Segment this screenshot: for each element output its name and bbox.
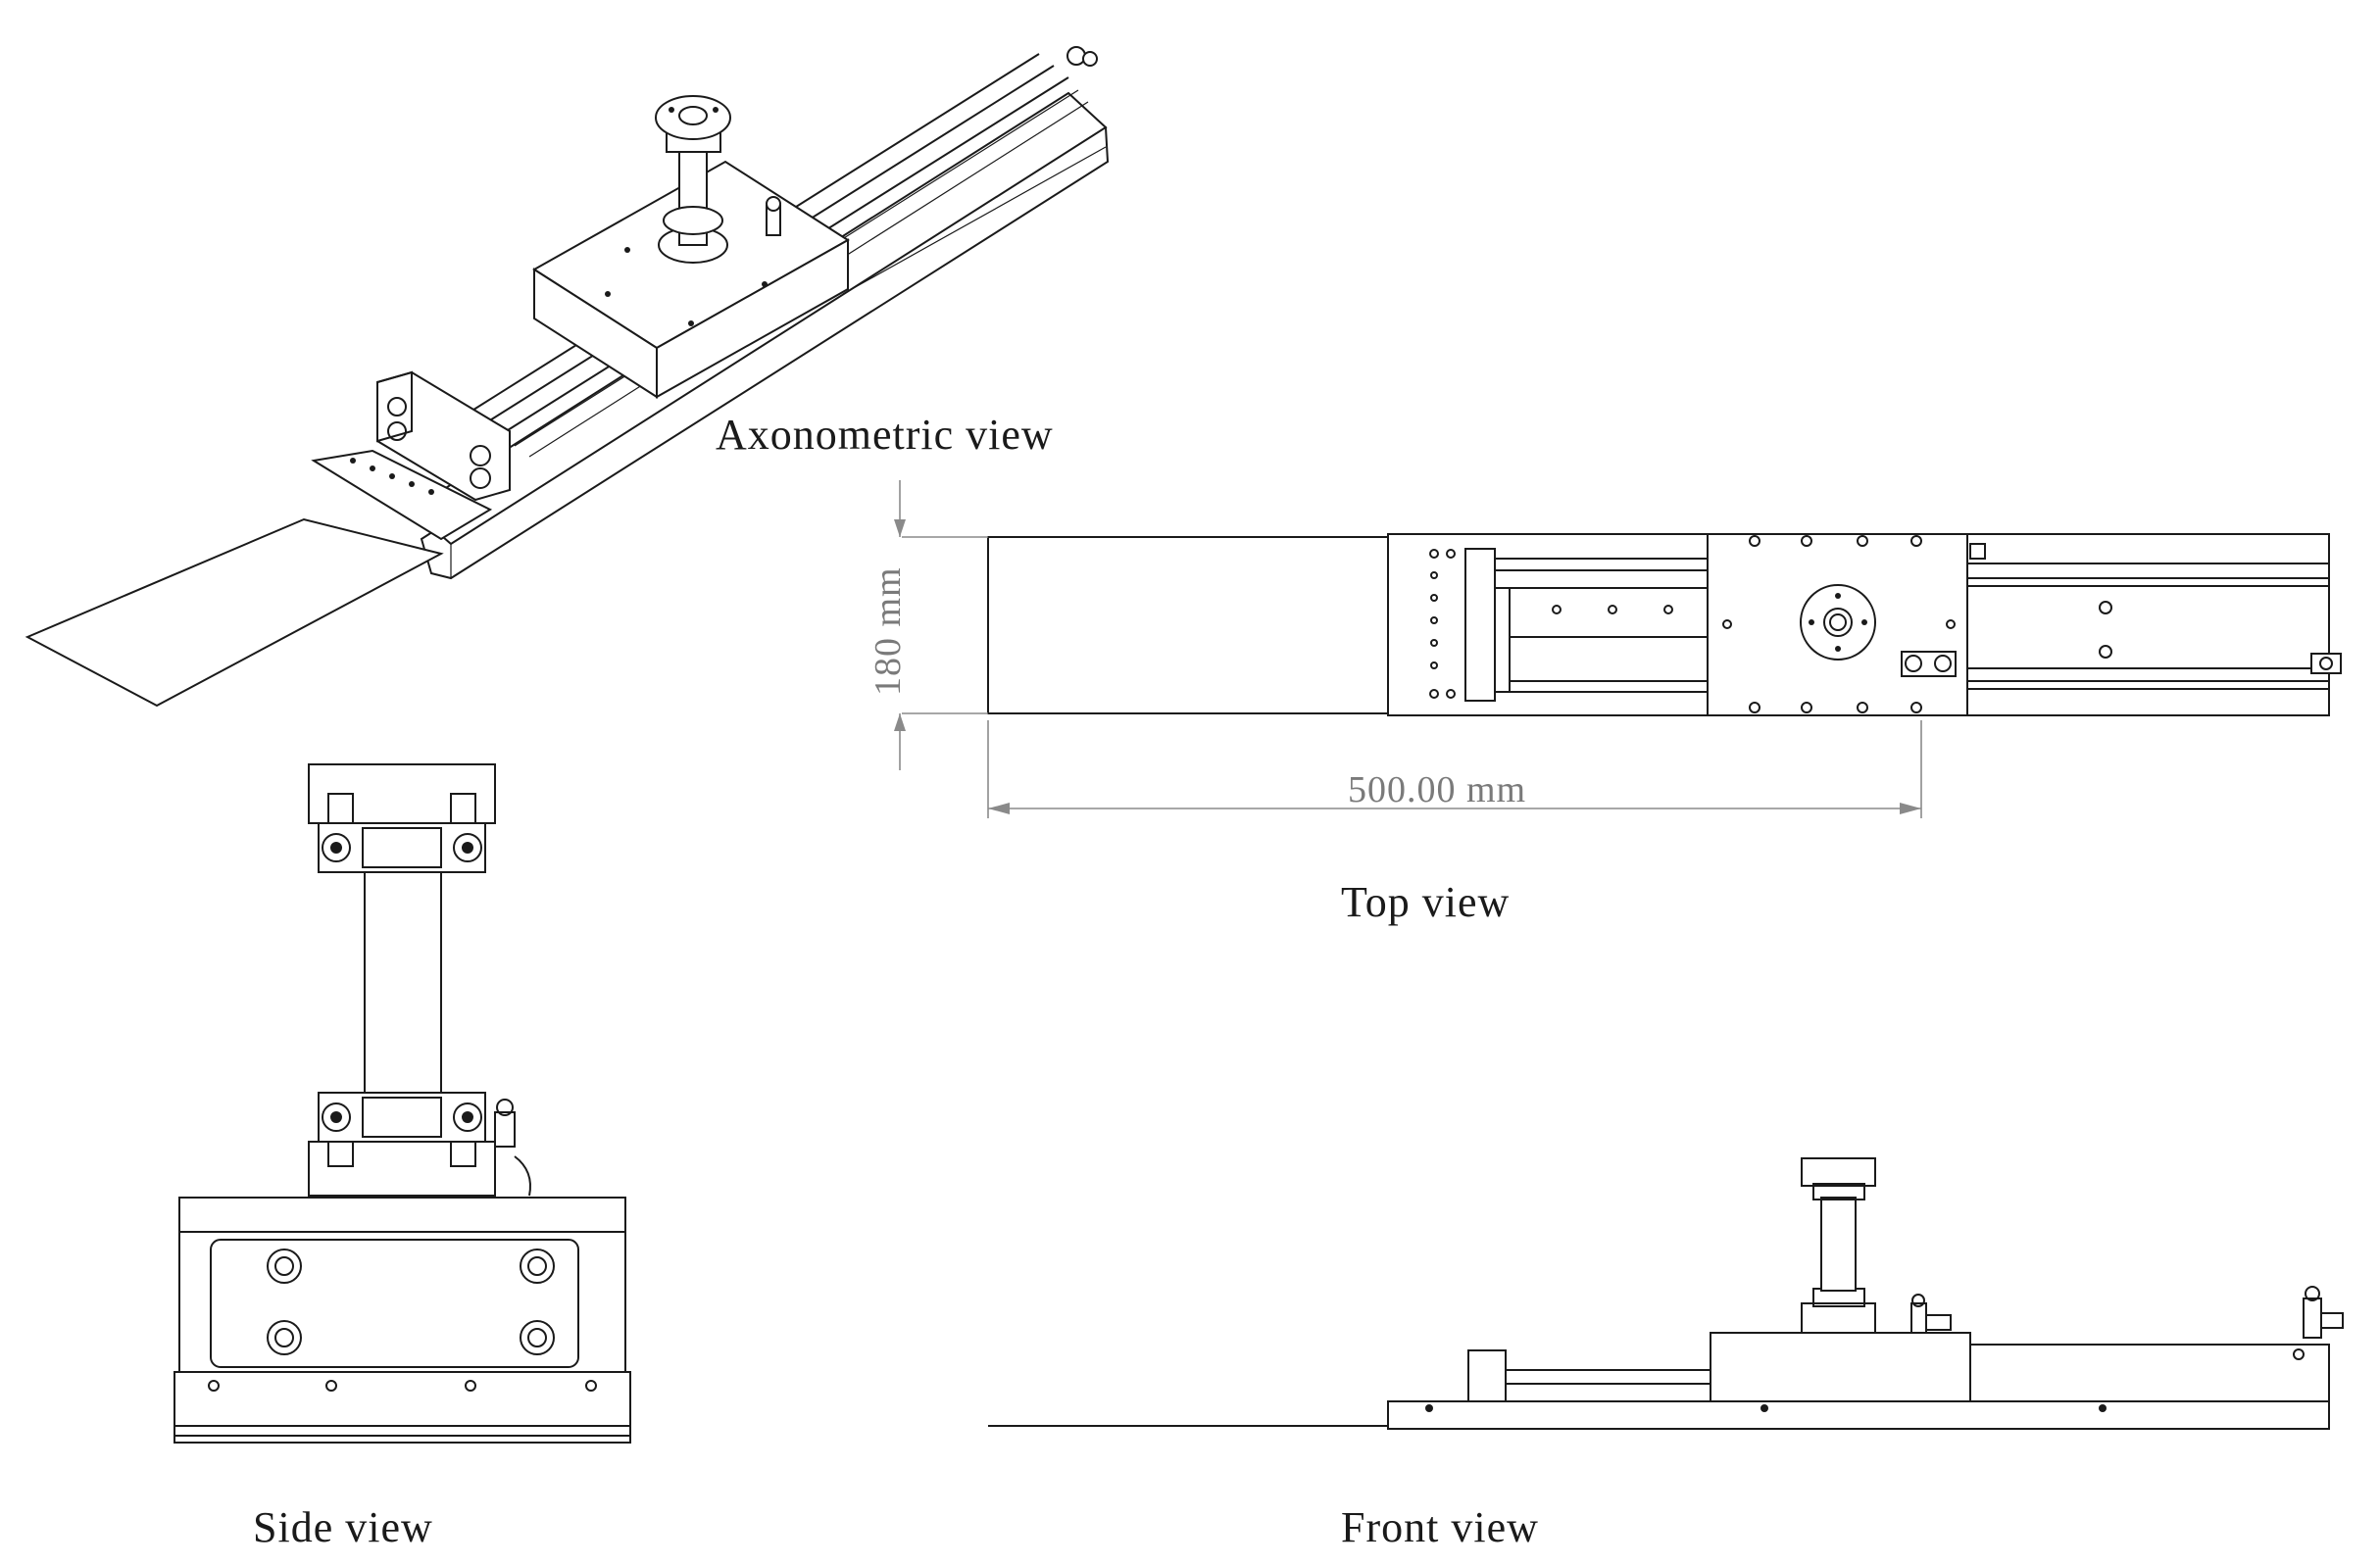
side-base-plate (174, 1371, 631, 1444)
dimension-width-text: 180 mm (868, 566, 909, 696)
axo-post (655, 95, 731, 264)
front-fitting-end (2303, 1298, 2322, 1339)
front-view: Front view (988, 1157, 2344, 1551)
top-plate-holes (1429, 549, 1456, 699)
front-post-column (1820, 1197, 1857, 1292)
axo-sheet (25, 517, 444, 708)
top-flange (1800, 584, 1876, 661)
dimension-width: 180 mm (868, 480, 988, 770)
axo-fitting (1066, 46, 1086, 66)
side-body (178, 1231, 626, 1378)
axo-end-plate (311, 449, 493, 541)
front-fitting-carriage (1910, 1302, 1927, 1334)
dimension-length: 500.00 mm (987, 720, 1922, 818)
side-top-plate (178, 1197, 626, 1233)
front-base-rail (1387, 1400, 2330, 1430)
side-view: Side view (174, 763, 631, 1551)
side-lower-flange (318, 1092, 486, 1143)
top-end-block (1464, 548, 1496, 702)
front-end-block (1467, 1349, 1507, 1402)
axonometric-view: Axonometric view (25, 46, 1110, 708)
top-right-fitting (2310, 653, 2342, 674)
axo-plate-holes (350, 458, 434, 495)
front-carriage (1710, 1332, 1971, 1402)
side-bolts (267, 1249, 555, 1355)
top-view-label: Top view (1341, 878, 1510, 926)
front-view-label: Front view (1341, 1503, 1539, 1551)
top-left-fitting (1901, 651, 1957, 677)
axonometric-view-label: Axonometric view (716, 411, 1054, 459)
side-view-label: Side view (253, 1503, 433, 1551)
top-carriage-bolts (1722, 535, 1956, 713)
top-view: 180 mm 500.00 mm Top view (868, 480, 2342, 926)
front-post-flange (1801, 1157, 1876, 1187)
side-column (364, 871, 442, 1094)
front-post-base (1801, 1302, 1876, 1334)
top-sheet (987, 536, 1389, 714)
dimension-length-text: 500.00 mm (1348, 769, 1526, 810)
